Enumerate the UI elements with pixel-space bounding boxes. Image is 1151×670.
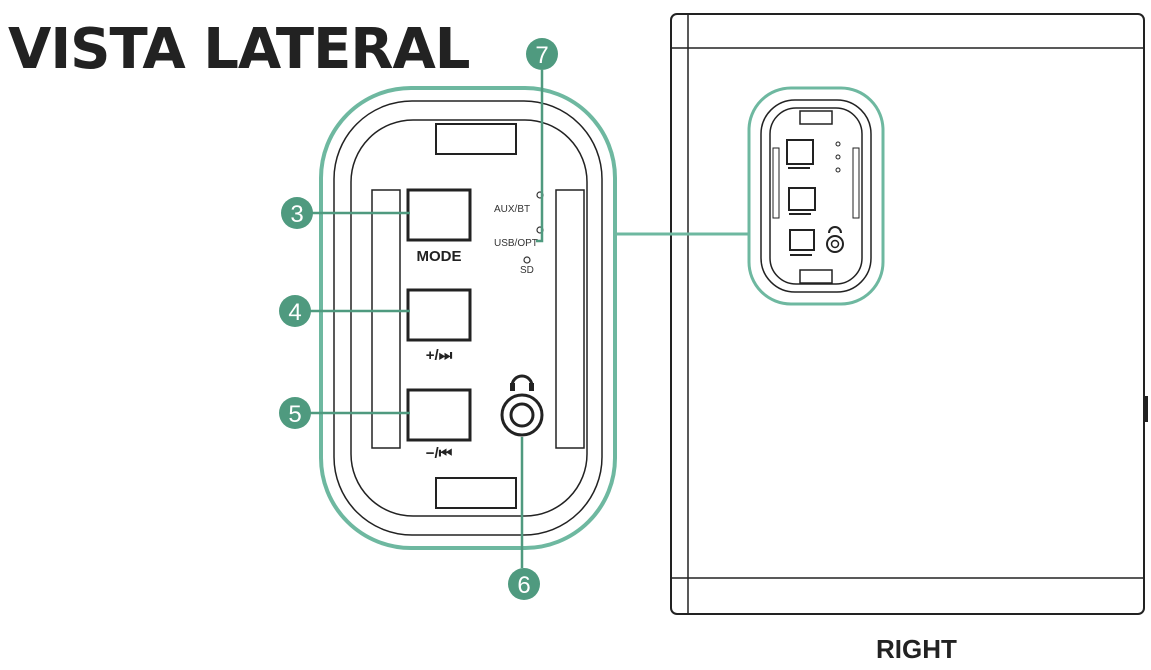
callout-3: 3 bbox=[281, 197, 313, 229]
callout-3-number: 3 bbox=[290, 201, 303, 228]
usb-opt-label: USB/OPT bbox=[494, 238, 538, 249]
callout-5-number: 5 bbox=[288, 401, 301, 428]
callout-lines bbox=[310, 70, 544, 568]
mode-button[interactable] bbox=[406, 188, 472, 242]
plus-next-button-label: +/⏭ bbox=[426, 347, 453, 364]
headphone-jack[interactable] bbox=[500, 393, 544, 437]
callout-4: 4 bbox=[279, 295, 311, 327]
callout-6-number: 6 bbox=[517, 572, 530, 599]
page-title: VISTA LATERAL bbox=[8, 17, 470, 82]
speaker-cabinet bbox=[670, 13, 1148, 615]
cabinet-control-panel bbox=[747, 86, 885, 306]
minus-prev-button-label: −/⏮ bbox=[426, 445, 453, 462]
minus-prev-button[interactable] bbox=[406, 388, 472, 442]
plus-next-button[interactable] bbox=[406, 288, 472, 342]
callout-7: 7 bbox=[526, 38, 558, 70]
callout-6: 6 bbox=[508, 568, 540, 600]
headphone-icon bbox=[510, 374, 534, 391]
mode-button-label: MODE bbox=[417, 248, 462, 265]
sd-label: SD bbox=[520, 265, 534, 276]
callout-5: 5 bbox=[279, 397, 311, 429]
callout-4-number: 4 bbox=[288, 299, 301, 326]
aux-bt-label: AUX/BT bbox=[494, 204, 530, 215]
side-label: RIGHT bbox=[876, 634, 957, 664]
callout-7-number: 7 bbox=[535, 42, 548, 69]
sd-led bbox=[523, 256, 531, 264]
